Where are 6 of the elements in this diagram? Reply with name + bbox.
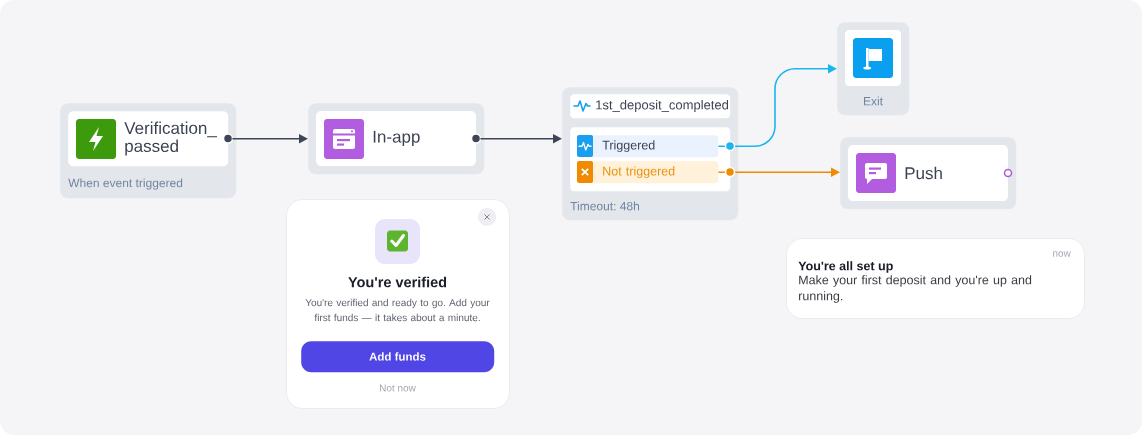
heading: You're verified [348,276,447,288]
notification-card: You're all set up Make your first deposit and you're up and running. now [786,238,1085,319]
body-text: You're verified and ready to go. Add your first funds — it takes about a minute. [305,298,490,322]
action-button: Add funds [301,341,495,373]
text-link: Not now [380,384,416,392]
event-header: 1st_deposit_completed [570,94,731,119]
